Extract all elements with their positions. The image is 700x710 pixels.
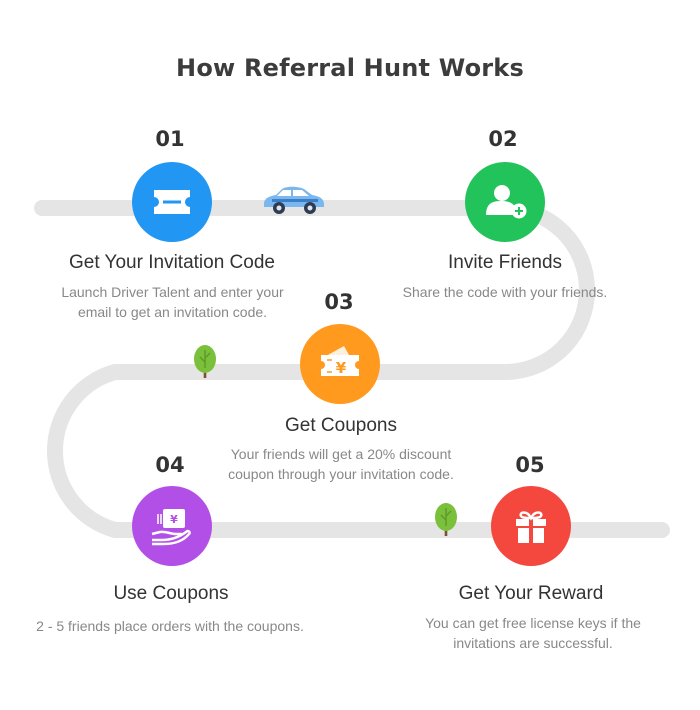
step-description-3: Your friends will get a 20% discount cou… bbox=[228, 446, 454, 482]
step-number-2: 02 bbox=[488, 127, 518, 151]
svg-text:¥: ¥ bbox=[336, 359, 347, 377]
step-circle-4: ¥ bbox=[132, 486, 212, 566]
step-circle-5 bbox=[491, 486, 571, 566]
tree-icon bbox=[194, 345, 216, 378]
step-description-2: Share the code with your friends. bbox=[402, 284, 608, 300]
step-number-3: 03 bbox=[324, 290, 354, 314]
step-title-5: Get Your Reward bbox=[458, 583, 604, 604]
yen-coupon-icon: ¥ bbox=[321, 346, 359, 377]
ticket-icon bbox=[154, 190, 190, 214]
gift-icon bbox=[516, 511, 546, 543]
svg-text:¥: ¥ bbox=[170, 513, 178, 526]
step-description-1: Launch Driver Talent and enter your emai… bbox=[61, 284, 284, 320]
step-circle-1 bbox=[132, 162, 212, 242]
step-title-2: Invite Friends bbox=[447, 252, 563, 273]
step-number-4: 04 bbox=[155, 453, 185, 477]
step-title-3: Get Coupons bbox=[285, 415, 397, 436]
car-icon bbox=[264, 186, 324, 214]
hand-coupon-icon: ¥ bbox=[151, 509, 191, 546]
tree-icon bbox=[435, 503, 457, 536]
step-title-4: Use Coupons bbox=[113, 583, 229, 604]
add-user-icon bbox=[486, 185, 527, 219]
step-description-4: 2 - 5 friends place orders with the coup… bbox=[36, 618, 304, 634]
step-number-5: 05 bbox=[515, 453, 545, 477]
page-title: How Referral Hunt Works bbox=[176, 54, 524, 82]
step-circle-2 bbox=[465, 162, 545, 242]
step-circle-3: ¥ bbox=[300, 324, 380, 404]
step-title-1: Get Your Invitation Code bbox=[69, 252, 275, 273]
step-description-5: You can get free license keys if the inv… bbox=[425, 615, 641, 651]
road-path bbox=[34, 200, 670, 538]
step-number-1: 01 bbox=[155, 127, 185, 151]
